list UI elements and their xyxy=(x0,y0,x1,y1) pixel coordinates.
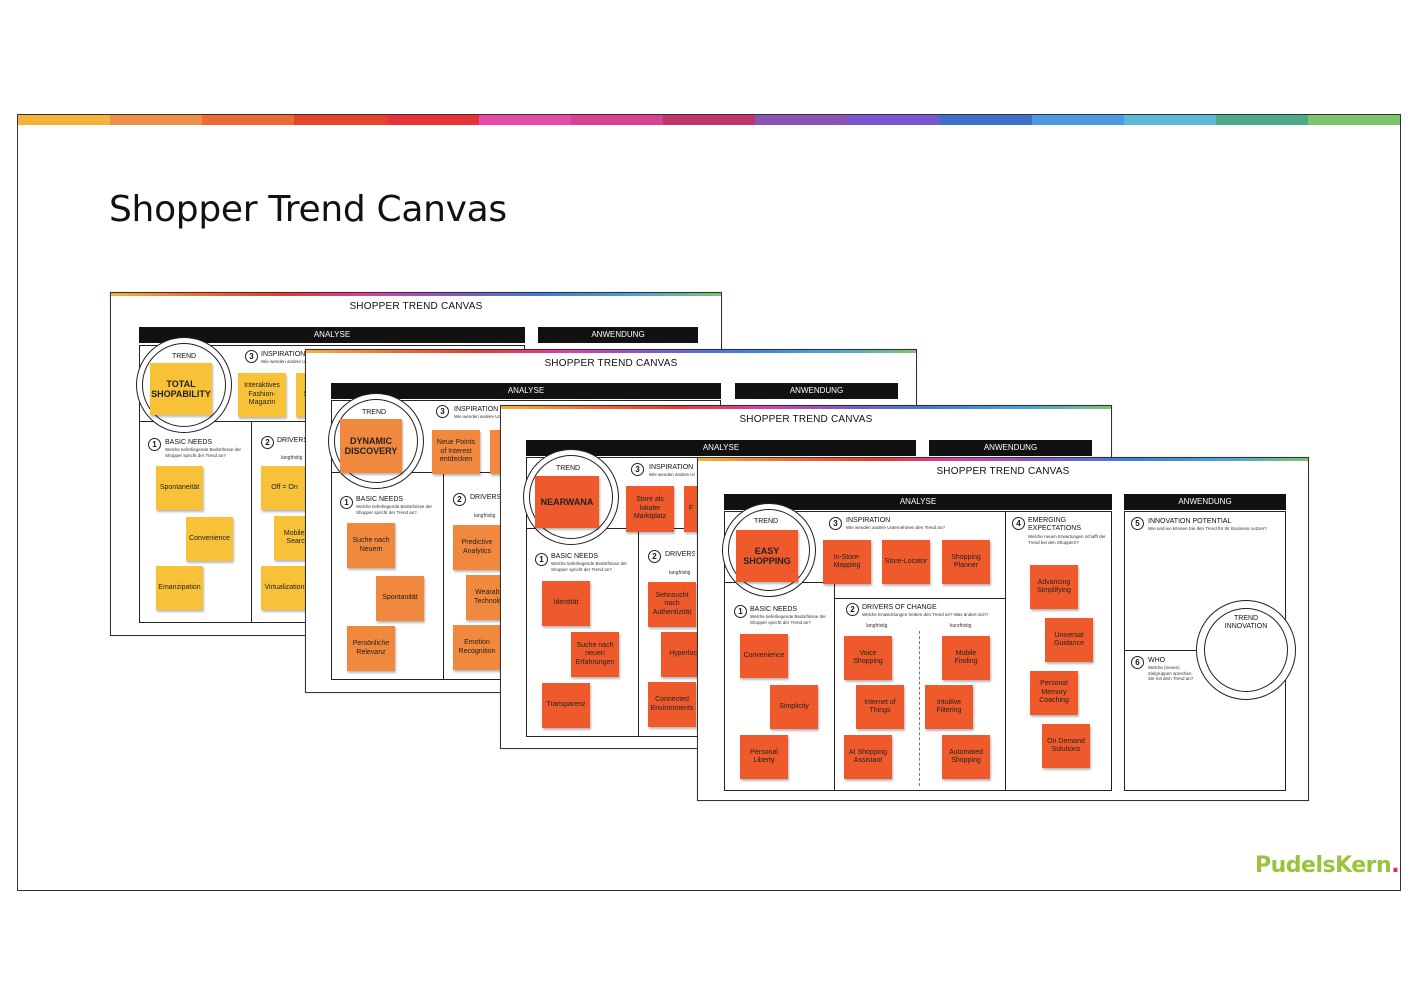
trend-sticky: DYNAMIC DISCOVERY xyxy=(340,419,402,473)
rainbow-segment xyxy=(110,115,203,125)
rainbow-segment xyxy=(939,115,1032,125)
canvas-title: SHOPPER TREND CANVAS xyxy=(739,414,873,425)
sticky-note: Off = On xyxy=(261,466,308,510)
rainbow-segment xyxy=(755,115,848,125)
rainbow-segment xyxy=(386,115,479,125)
rainbow-segment xyxy=(1031,115,1124,125)
sticky-note: Emanzipation xyxy=(156,566,203,610)
rainbow-segment xyxy=(18,115,111,125)
rainbow-segment xyxy=(1123,115,1216,125)
anwendung-header: ANWENDUNG xyxy=(735,383,898,399)
sticky-note: Personal Liberty xyxy=(740,735,788,779)
rainbow-segment xyxy=(478,115,571,125)
rainbow-segment xyxy=(1215,115,1308,125)
sticky-note: Intuitive Filtering xyxy=(925,685,973,729)
sticky-note: Spontaneität xyxy=(156,466,203,510)
sticky-note: Convenience xyxy=(186,517,233,561)
sticky-note: Convenience xyxy=(740,634,788,678)
rainbow-bar xyxy=(18,115,1400,125)
trend-canvas-4: SHOPPER TREND CANVAS ANALYSE ANWENDUNG T… xyxy=(697,457,1309,801)
sticky-note: Predictive Analytics xyxy=(453,525,501,570)
sticky-note: Shopping Planner xyxy=(942,540,990,584)
analyse-header: ANALYSE xyxy=(526,440,916,456)
rainbow-segment xyxy=(570,115,663,125)
canvas-title: SHOPPER TREND CANVAS xyxy=(349,301,483,312)
rainbow-segment xyxy=(662,115,756,125)
sticky-note: Emotion Recognition xyxy=(453,625,501,670)
sticky-note: Personal Memory Coaching xyxy=(1030,671,1078,715)
sticky-note: Simplicity xyxy=(770,685,818,729)
page-title: Shopper Trend Canvas xyxy=(109,189,507,230)
sticky-note: Interaktives Fashion-Magazin xyxy=(238,373,286,417)
analyse-header: ANALYSE xyxy=(139,327,525,343)
canvas-title: SHOPPER TREND CANVAS xyxy=(544,358,678,369)
sticky-note: Suche nach neuen Erfahrungen xyxy=(571,632,619,677)
sticky-note: Transparenz xyxy=(542,683,590,728)
analyse-header: ANALYSE xyxy=(331,383,721,399)
sticky-note: Store als lokaler Marktplatz xyxy=(626,486,674,532)
sticky-note: Universal Guidance xyxy=(1045,618,1093,662)
sticky-note: F xyxy=(684,486,698,532)
anwendung-header: ANWENDUNG xyxy=(1124,494,1286,510)
sticky-note: On Demand Solutions xyxy=(1042,724,1090,768)
rainbow-segment xyxy=(294,115,387,125)
anwendung-header: ANWENDUNG xyxy=(538,327,698,343)
sticky-note: Spontanität xyxy=(376,576,424,621)
sticky-note: In-Store-Mapping xyxy=(823,540,871,584)
sticky-note: Suche nach Neuem xyxy=(347,523,395,568)
sticky-note: AI Shopping Assistant xyxy=(844,735,892,779)
rainbow-segment xyxy=(847,115,940,125)
slide: Shopper Trend Canvas SHOPPER TREND CANVA… xyxy=(17,114,1401,891)
rainbow-segment xyxy=(202,115,295,125)
sticky-note: Connected Environments xyxy=(648,682,696,727)
sticky-note: Voice Shopping xyxy=(844,636,892,680)
sticky-note: Mobile Finding xyxy=(942,636,990,680)
trend-sticky: NEARWANA xyxy=(535,476,599,528)
sticky-note: Persönliche Relevanz xyxy=(347,626,395,671)
trend-sticky: EASY SHOPPING xyxy=(736,530,798,582)
sticky-note: Automated Shopping xyxy=(942,735,990,779)
sticky-note: Neue Points of Interest entdecken xyxy=(432,430,480,474)
trend-sticky: TOTAL SHOPABILITY xyxy=(150,363,212,415)
sticky-note: Internet of Things xyxy=(856,685,904,729)
rainbow-segment xyxy=(1307,115,1400,125)
pudelskern-logo: PudelsKern. xyxy=(1255,853,1400,878)
analyse-header: ANALYSE xyxy=(724,494,1112,510)
sticky-note: Identität xyxy=(542,581,590,626)
canvas-title: SHOPPER TREND CANVAS xyxy=(936,466,1070,477)
anwendung-header: ANWENDUNG xyxy=(929,440,1092,456)
sticky-note: Store-Locator xyxy=(882,540,930,584)
sticky-note: Sehnsucht nach Authentizität xyxy=(648,582,696,627)
sticky-note: Virtualization xyxy=(261,566,308,610)
sticky-note: Advancing Simplifying xyxy=(1030,565,1078,609)
